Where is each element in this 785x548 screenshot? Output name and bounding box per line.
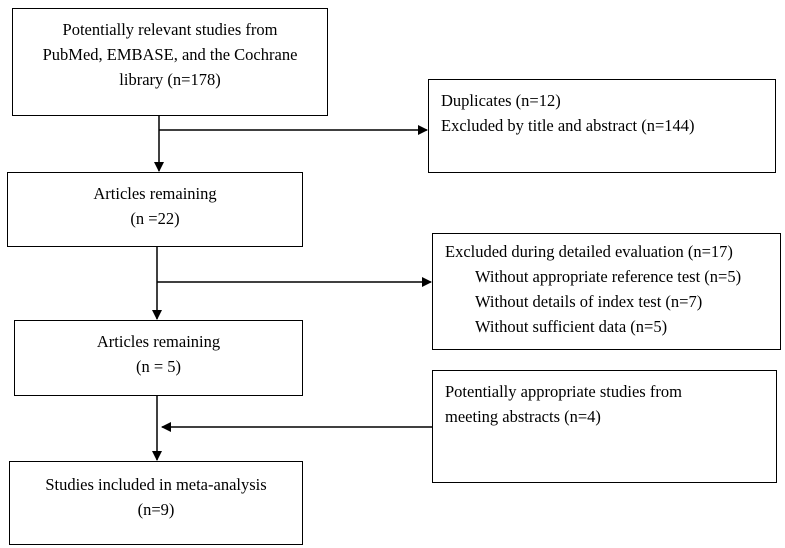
excluded-reason-insufficient-data: Without sufficient data (n=5) xyxy=(475,317,668,336)
box-remaining-second: Articles remaining (n = 5) xyxy=(14,320,303,396)
remaining-first-count: (n =22) xyxy=(130,209,180,228)
excluded-reason-index-test: Without details of index test (n=7) xyxy=(475,292,703,311)
included-label: Studies included in meta-analysis xyxy=(45,475,267,494)
identified-line-3: library (n=178) xyxy=(119,70,221,89)
box-included: Studies included in meta-analysis (n=9) xyxy=(9,461,303,545)
included-count: (n=9) xyxy=(137,500,175,519)
excluded-reason-reference-test: Without appropriate reference test (n=5) xyxy=(475,267,742,286)
remaining-second-label: Articles remaining xyxy=(96,332,221,351)
meeting-abstracts-line-1: Potentially appropriate studies from xyxy=(445,382,682,401)
box-excluded-detailed: Excluded during detailed evaluation (n=1… xyxy=(432,233,781,350)
excluded-title-abstract-text: Excluded by title and abstract (n=144) xyxy=(441,116,695,135)
box-remaining-first: Articles remaining (n =22) xyxy=(7,172,303,247)
identified-line-2: PubMed, EMBASE, and the Cochrane xyxy=(42,45,298,64)
remaining-second-count: (n = 5) xyxy=(135,357,182,376)
remaining-first-label: Articles remaining xyxy=(93,184,217,203)
box-excluded-screening: Duplicates (n=12) Excluded by title and … xyxy=(428,79,776,173)
box-identified: Potentially relevant studies from PubMed… xyxy=(12,8,328,116)
identified-line-1: Potentially relevant studies from xyxy=(62,20,278,39)
duplicates-text: Duplicates (n=12) xyxy=(441,91,561,110)
box-meeting-abstracts: Potentially appropriate studies from mee… xyxy=(432,370,777,483)
excluded-detailed-heading: Excluded during detailed evaluation (n=1… xyxy=(445,242,733,261)
meeting-abstracts-line-2: meeting abstracts (n=4) xyxy=(445,407,601,426)
